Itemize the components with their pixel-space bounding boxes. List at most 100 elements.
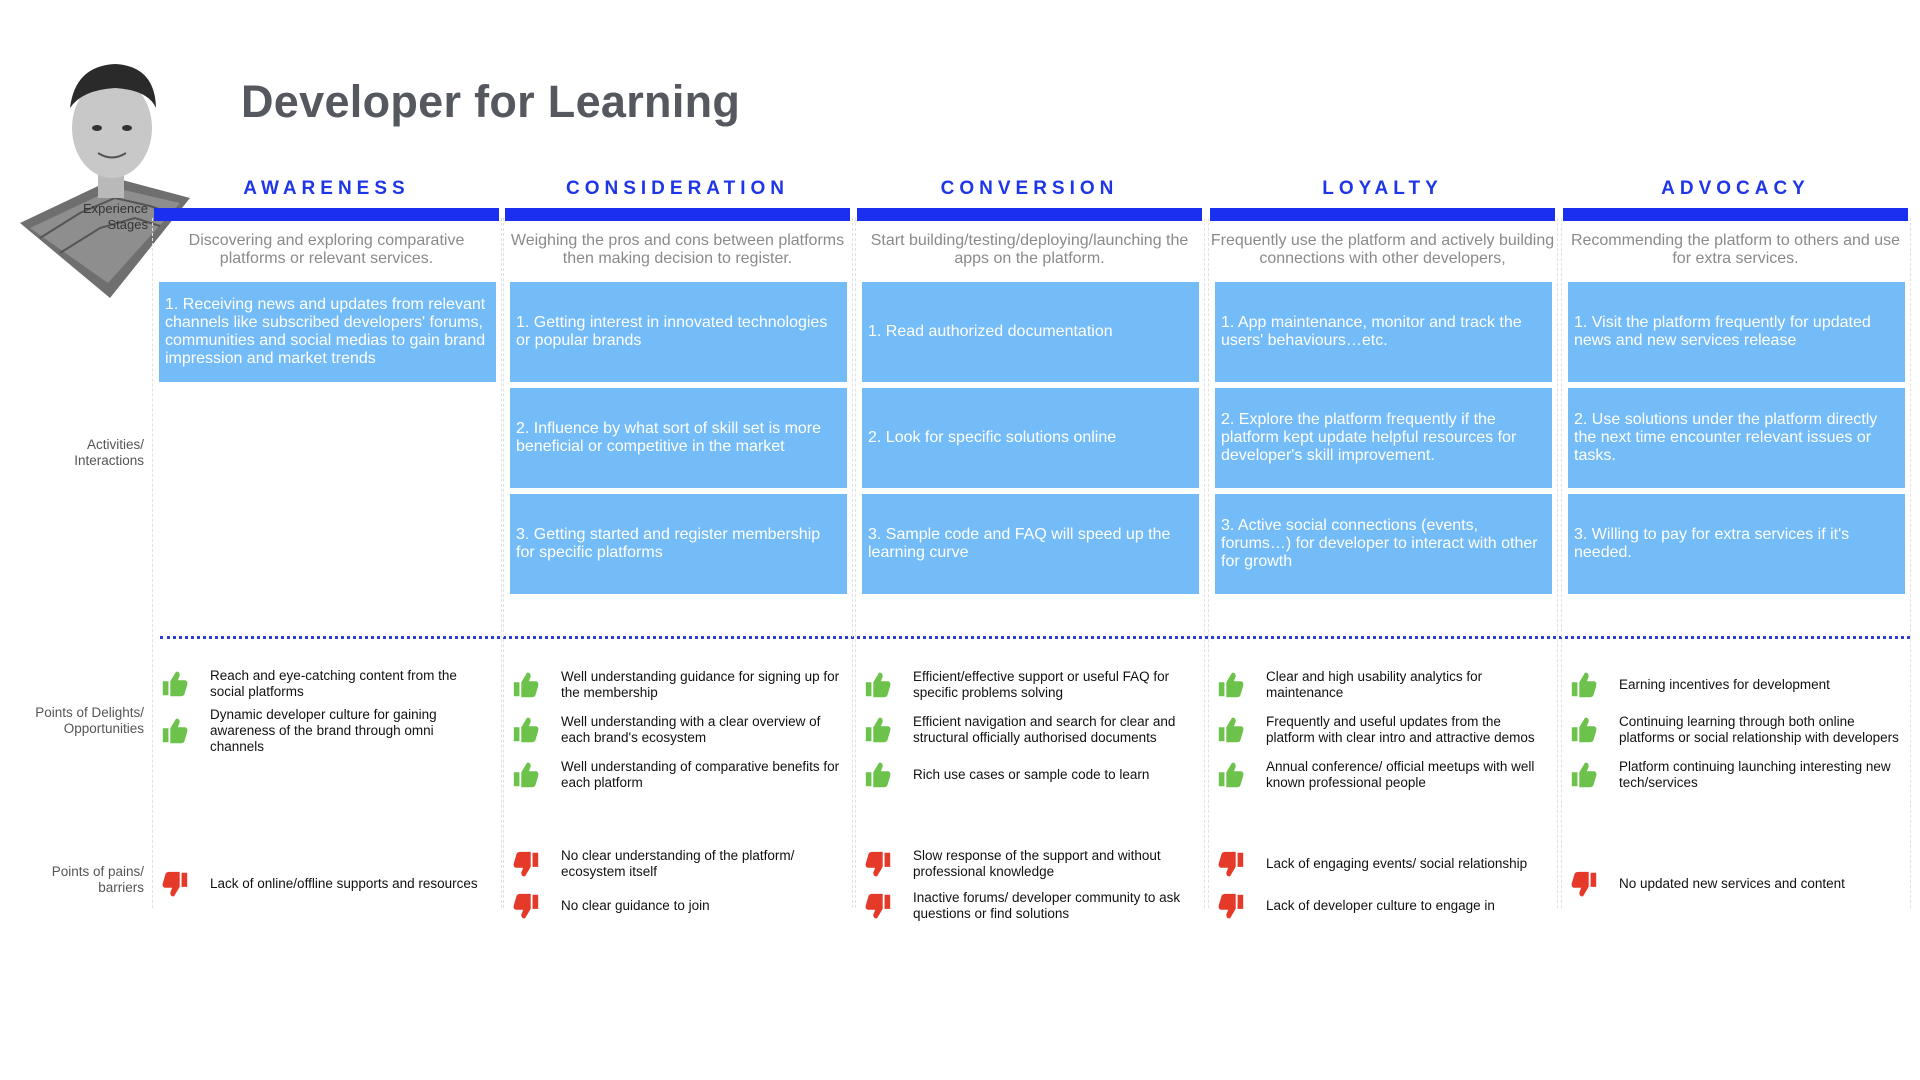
activity-text: 1. Receiving news and updates from relev… (165, 296, 486, 367)
column-guide-line (1208, 218, 1209, 908)
column-guide-line (1557, 218, 1558, 908)
activity-text: 1. Read authorized documentation (868, 323, 1113, 340)
thumbs-up-icon (863, 670, 893, 700)
delight-item: Well understanding with a clear overview… (511, 710, 841, 750)
delight-item: Clear and high usability analytics for m… (1216, 665, 1546, 705)
delight-item: Rich use cases or sample code to learn (863, 755, 1193, 795)
delight-text: Well understanding of comparative benefi… (561, 759, 840, 790)
activity-card: 2. Use solutions under the platform dire… (1568, 388, 1905, 488)
pain-text: No clear guidance to join (561, 898, 710, 913)
thumbs-up-icon (511, 715, 541, 745)
pain-item: No updated new services and content (1569, 864, 1899, 904)
delight-text: Earning incentives for development (1619, 677, 1830, 692)
pain-item: Lack of developer culture to engage in (1216, 886, 1546, 926)
thumbs-up-icon (1216, 715, 1246, 745)
delight-item: Well understanding guidance for signing … (511, 665, 841, 705)
pain-text: Lack of engaging events/ social relation… (1266, 856, 1528, 871)
activity-card: 2. Look for specific solutions online (862, 388, 1199, 488)
thumbs-down-icon (1216, 891, 1246, 921)
stage-conversion-description: Start building/testing/deploying/launchi… (870, 232, 1189, 267)
delight-text: Annual conference/ official meetups with… (1266, 759, 1535, 790)
pain-item: Inactive forums/ developer community to … (863, 886, 1193, 926)
column-guide-line (503, 218, 504, 908)
activity-card: 1. Receiving news and updates from relev… (159, 282, 496, 382)
activity-text: 2. Look for specific solutions online (868, 429, 1117, 446)
delights-row-label: Points of Delights/ Opportunities (35, 705, 144, 736)
stage-advocacy-description: Recommending the platform to others and … (1570, 232, 1901, 267)
activity-text: 1. Visit the platform frequently for upd… (1574, 314, 1871, 349)
thumbs-down-icon (511, 891, 541, 921)
thumbs-up-icon (1216, 670, 1246, 700)
delight-item: Continuing learning through both online … (1569, 710, 1899, 750)
stage-conversion-heading: CONVERSION (940, 178, 1119, 199)
column-guide-line (855, 218, 856, 908)
column-guide-line (152, 218, 153, 908)
stage-consideration-heading: CONSIDERATION (566, 178, 789, 199)
thumbs-down-icon (1569, 869, 1599, 899)
activity-card: 2. Influence by what sort of skill set i… (510, 388, 847, 488)
column-guide-line (1204, 218, 1205, 908)
thumbs-up-icon (1216, 760, 1246, 790)
delight-item: Efficient/effective support or useful FA… (863, 665, 1193, 705)
pain-text: Lack of developer culture to engage in (1266, 898, 1495, 913)
stage-consideration-description: Weighing the pros and cons between platf… (510, 232, 845, 267)
delight-text: Rich use cases or sample code to learn (913, 767, 1150, 782)
pain-text: No clear understanding of the platform/ … (561, 848, 795, 879)
thumbs-up-icon (160, 716, 190, 746)
delight-text: Frequently and useful updates from the p… (1266, 714, 1535, 745)
pain-item: Lack of engaging events/ social relation… (1216, 844, 1546, 884)
activity-text: 1. Getting interest in innovated technol… (516, 314, 828, 349)
stage-advocacy-heading: ADVOCACY (1661, 178, 1810, 199)
activity-card: 3. Active social connections (events, fo… (1215, 494, 1552, 594)
activity-card: 1. Visit the platform frequently for upd… (1568, 282, 1905, 382)
thumbs-down-icon (160, 869, 190, 899)
thumbs-up-icon (863, 760, 893, 790)
pain-item: Slow response of the support and without… (863, 844, 1193, 884)
pain-text: Inactive forums/ developer community to … (913, 890, 1181, 921)
pain-item: No clear guidance to join (511, 886, 841, 926)
stage-awareness-description: Discovering and exploring comparative pl… (188, 232, 465, 267)
delight-item: Well understanding of comparative benefi… (511, 755, 841, 795)
column-guide-line (1910, 218, 1911, 908)
delight-text: Dynamic developer culture for gaining aw… (210, 707, 437, 754)
activity-text: 2. Influence by what sort of skill set i… (516, 420, 822, 455)
experience-stages-label: Experience Stages (82, 201, 148, 232)
activity-text: 3. Getting started and register membersh… (516, 526, 821, 561)
activity-text: 2. Explore the platform frequently if th… (1221, 411, 1517, 464)
column-guide-line (501, 218, 502, 908)
activity-text: 3. Willing to pay for extra services if … (1574, 526, 1850, 561)
stage-loyalty-bar (1210, 208, 1555, 221)
thumbs-up-icon (511, 670, 541, 700)
activity-text: 2. Use solutions under the platform dire… (1574, 411, 1878, 464)
delight-text: Continuing learning through both online … (1619, 714, 1899, 745)
delight-item: Platform continuing launching interestin… (1569, 755, 1899, 795)
thumbs-up-icon (511, 760, 541, 790)
pain-text: Slow response of the support and without… (913, 848, 1161, 879)
thumbs-up-icon (863, 715, 893, 745)
delight-item: Reach and eye-catching content from the … (160, 664, 490, 704)
stage-awareness-bar (154, 208, 499, 221)
pain-text: Lack of online/offline supports and reso… (210, 876, 478, 891)
pain-item: Lack of online/offline supports and reso… (160, 864, 490, 904)
column-guide-line (852, 218, 853, 908)
page-title: Developer for Learning (241, 76, 741, 127)
persona-portrait (20, 64, 190, 298)
delight-item: Annual conference/ official meetups with… (1216, 755, 1546, 795)
column-guide-line (1561, 218, 1562, 908)
stage-loyalty-heading: LOYALTY (1322, 178, 1443, 199)
activity-card: 1. Getting interest in innovated technol… (510, 282, 847, 382)
pain-item: No clear understanding of the platform/ … (511, 844, 841, 884)
delight-text: Platform continuing launching interestin… (1619, 759, 1891, 790)
thumbs-down-icon (863, 891, 893, 921)
section-divider (160, 636, 1910, 639)
activity-card: 2. Explore the platform frequently if th… (1215, 388, 1552, 488)
delight-item: Efficient navigation and search for clea… (863, 710, 1193, 750)
delight-item: Dynamic developer culture for gaining aw… (160, 707, 490, 754)
activity-card: 1. Read authorized documentation (862, 282, 1199, 382)
thumbs-up-icon (1569, 760, 1599, 790)
delight-item: Earning incentives for development (1569, 665, 1899, 705)
delight-text: Efficient navigation and search for clea… (913, 714, 1176, 745)
activity-text: 3. Active social connections (events, fo… (1221, 517, 1538, 570)
activities-row-label: Activities/ Interactions (74, 437, 144, 468)
stage-awareness-heading: AWARENESS (243, 178, 410, 199)
